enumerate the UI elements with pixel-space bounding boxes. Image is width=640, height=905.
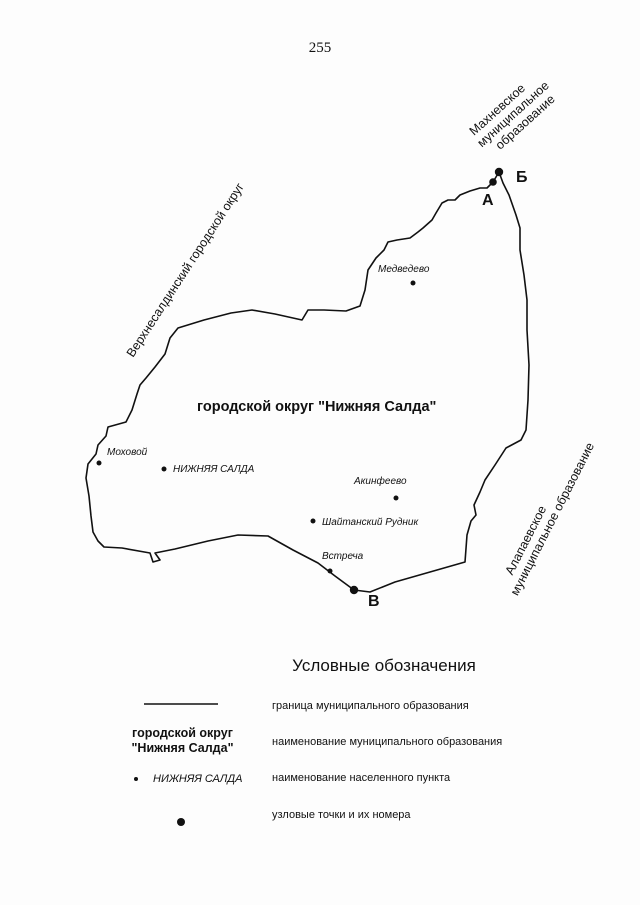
settlement-label-shaytansky-rudnik: Шайтанский Рудник	[322, 517, 419, 528]
settlement-dot-mokhovoy	[96, 460, 102, 466]
legend-sample-district-line-2: "Нижняя Салда"	[131, 741, 234, 755]
settlement-label-medvedevo: Медведево	[378, 264, 430, 275]
legend-text-district: наименование муниципального образования	[272, 736, 502, 748]
legend-text-node: узловые точки и их номера	[272, 809, 411, 821]
page-number: 255	[308, 40, 332, 56]
node-label-v: В	[368, 593, 380, 610]
node-label-b: Б	[516, 169, 528, 186]
legend-node-dot-symbol	[177, 818, 185, 826]
legend-title: Условные обозначения	[292, 656, 476, 675]
district-name-label: городской округ "Нижняя Салда"	[197, 399, 436, 415]
node-point-v	[349, 585, 359, 595]
neighbor-label-northeast: Махневское муниципальное образование	[467, 78, 558, 152]
legend-settlement-dot-symbol	[134, 777, 138, 781]
node-point-b	[494, 167, 504, 177]
settlement-label-akinfeevo: Акинфеево	[353, 475, 407, 487]
legend-text-settlement: наименование населенного пункта	[272, 772, 451, 784]
neighbor-southeast-line-2: муниципальное образование	[508, 440, 597, 597]
settlement-label-nizhnyaya-salda: НИЖНЯЯ САЛДА	[173, 464, 255, 475]
settlement-dot-shaytansky-rudnik	[310, 518, 316, 524]
neighbor-label-west: Верхнесалдинский городской округ	[124, 180, 247, 360]
settlement-label-vstrecha: Встреча	[322, 551, 364, 562]
legend-sample-settlement: НИЖНЯЯ САЛДА	[153, 773, 243, 785]
legend-text-boundary: граница муниципального образования	[272, 700, 469, 712]
settlement-dot-akinfeevo	[393, 495, 399, 501]
legend-sample-district-line-1: городской округ	[132, 726, 233, 740]
node-label-a: А	[482, 192, 494, 209]
neighbor-label-southeast: Алапаевское муниципальное образование	[502, 440, 597, 597]
settlement-label-mokhovoy: Моховой	[107, 447, 148, 458]
node-point-a	[489, 178, 497, 186]
district-boundary	[85, 171, 530, 593]
settlement-dot-medvedevo	[410, 280, 416, 286]
legend-sample-district: городской округ "Нижняя Салда"	[110, 726, 255, 756]
settlement-dot-vstrecha	[327, 568, 333, 574]
settlement-dot-nizhnyaya-salda	[161, 466, 167, 472]
